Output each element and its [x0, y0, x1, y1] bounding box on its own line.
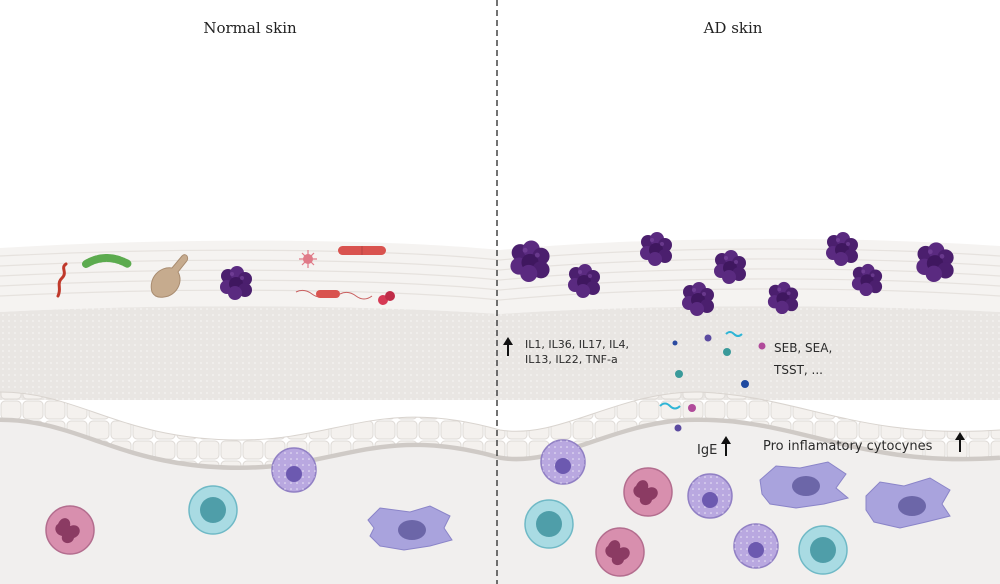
- eosinophil-cell-icon: [271, 447, 317, 493]
- monocyte-cell-icon: [188, 485, 238, 535]
- monocyte-cell-icon: [524, 499, 574, 549]
- up-arrow-icon: [955, 432, 965, 452]
- cytokine-annotation: IL1, IL36, IL17, IL4, IL13, IL22, TNF-a: [503, 337, 629, 366]
- neutrophil-cell-icon: [623, 467, 673, 517]
- green-chain-bacterium-icon: [82, 254, 132, 268]
- eosinophil-cell-icon: [687, 473, 733, 519]
- ad-skin-title: AD skin: [703, 19, 763, 37]
- pro-inflammatory-annotation: Pro inflamatory cytocynes: [763, 432, 965, 454]
- pro-inflammatory-label: Pro inflamatory cytocynes: [763, 439, 933, 454]
- toxin-list-line2: TSST, ...: [773, 363, 823, 377]
- dendritic-cell-icon: [865, 477, 951, 529]
- toxin-particles: [659, 331, 766, 432]
- red-spiral-bacterium-icon: [56, 262, 68, 298]
- cytokine-list-line2: IL13, IL22, TNF-a: [525, 353, 618, 366]
- virus-icon: [299, 250, 317, 268]
- up-arrow-icon: [721, 436, 731, 456]
- normal-skin-title: Normal skin: [203, 19, 297, 37]
- skin-layers: [0, 238, 1000, 584]
- normal-microbiome: [56, 246, 395, 305]
- dendritic-cell-icon: [367, 505, 453, 551]
- eosinophil-cell-icon: [733, 523, 779, 569]
- ige-label: IgE: [697, 443, 717, 458]
- neutrophil-cell-icon: [595, 527, 645, 577]
- monocyte-cell-icon: [798, 525, 848, 575]
- normal-immune-cells: [45, 447, 453, 555]
- toxin-annotation: SEB, SEA, TSST, ...: [773, 341, 832, 377]
- dendritic-cell-icon: [759, 461, 850, 509]
- toxin-list-line1: SEB, SEA,: [774, 341, 832, 355]
- cocci-pair-icon: [378, 291, 395, 305]
- flagellated-bacterium-icon: [295, 289, 373, 300]
- ad-immune-cells: [524, 439, 951, 577]
- cytokine-list-line1: IL1, IL36, IL17, IL4,: [525, 338, 629, 351]
- eosinophil-cell-icon: [540, 439, 586, 485]
- up-arrow-icon: [503, 337, 513, 356]
- neutrophil-cell-icon: [45, 505, 95, 555]
- ige-annotation: IgE: [697, 436, 731, 458]
- fungus-icon: [150, 254, 189, 298]
